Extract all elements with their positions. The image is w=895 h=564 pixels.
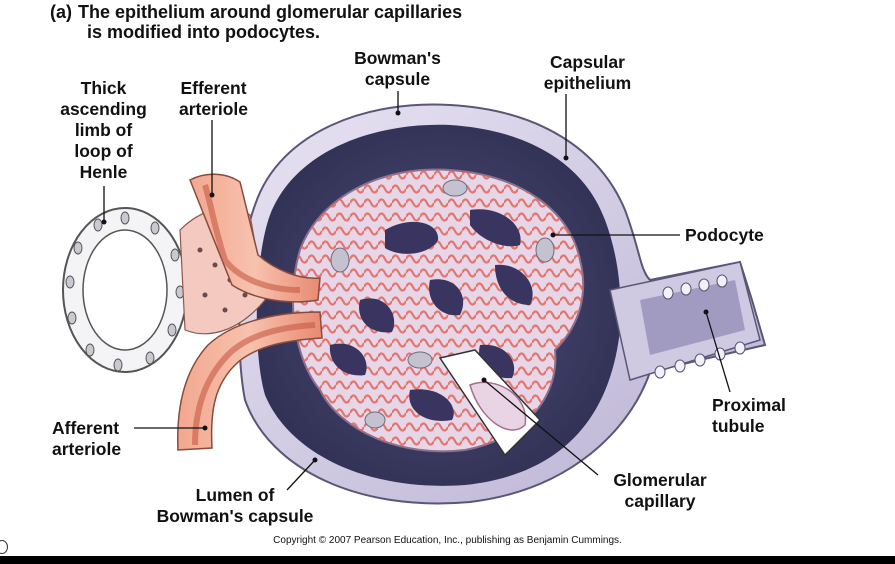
label-lumen-of-bowmans-capsule: Lumen of Bowman's capsule: [156, 485, 314, 526]
label-efferent-arteriole: Efferent arteriole: [178, 78, 249, 119]
label-leader-lines: [103, 91, 731, 491]
label-bowmans-capsule: Bowman's capsule: [354, 48, 441, 89]
label-proximal-tubule: Proximal tubule: [712, 395, 786, 436]
label-afferent-arteriole: Afferent arteriole: [52, 418, 122, 459]
label-podocyte: Podocyte: [685, 225, 764, 245]
label-glomerular-capillary: Glomerular capillary: [613, 470, 707, 511]
label-capsular-epithelium: Capsular epithelium: [543, 52, 632, 93]
figure-part-label: (a): [50, 2, 72, 22]
efferent-arteriole-shape: [189, 173, 321, 303]
afferent-arteriole-shape: [176, 311, 323, 451]
copyright-notice: Copyright © 2007 Pearson Education, Inc.…: [273, 535, 622, 546]
proximal-tubule-shape: [609, 261, 761, 381]
label-leader-dots: [101, 110, 709, 463]
figure-title: (a) The epithelium around glomerular capi…: [50, 2, 462, 42]
bottom-bar: [0, 556, 895, 564]
figure-title-line2: is modified into podocytes.: [87, 22, 321, 42]
figure-title-line1: The epithelium around glomerular capilla…: [78, 2, 463, 22]
glomerulus-shape: [291, 168, 585, 453]
thick-ascending-limb-shape: [62, 207, 188, 373]
label-thick-ascending-limb: Thick ascending limb of loop of Henle: [60, 78, 147, 182]
corner-circle-mark: [0, 540, 8, 554]
